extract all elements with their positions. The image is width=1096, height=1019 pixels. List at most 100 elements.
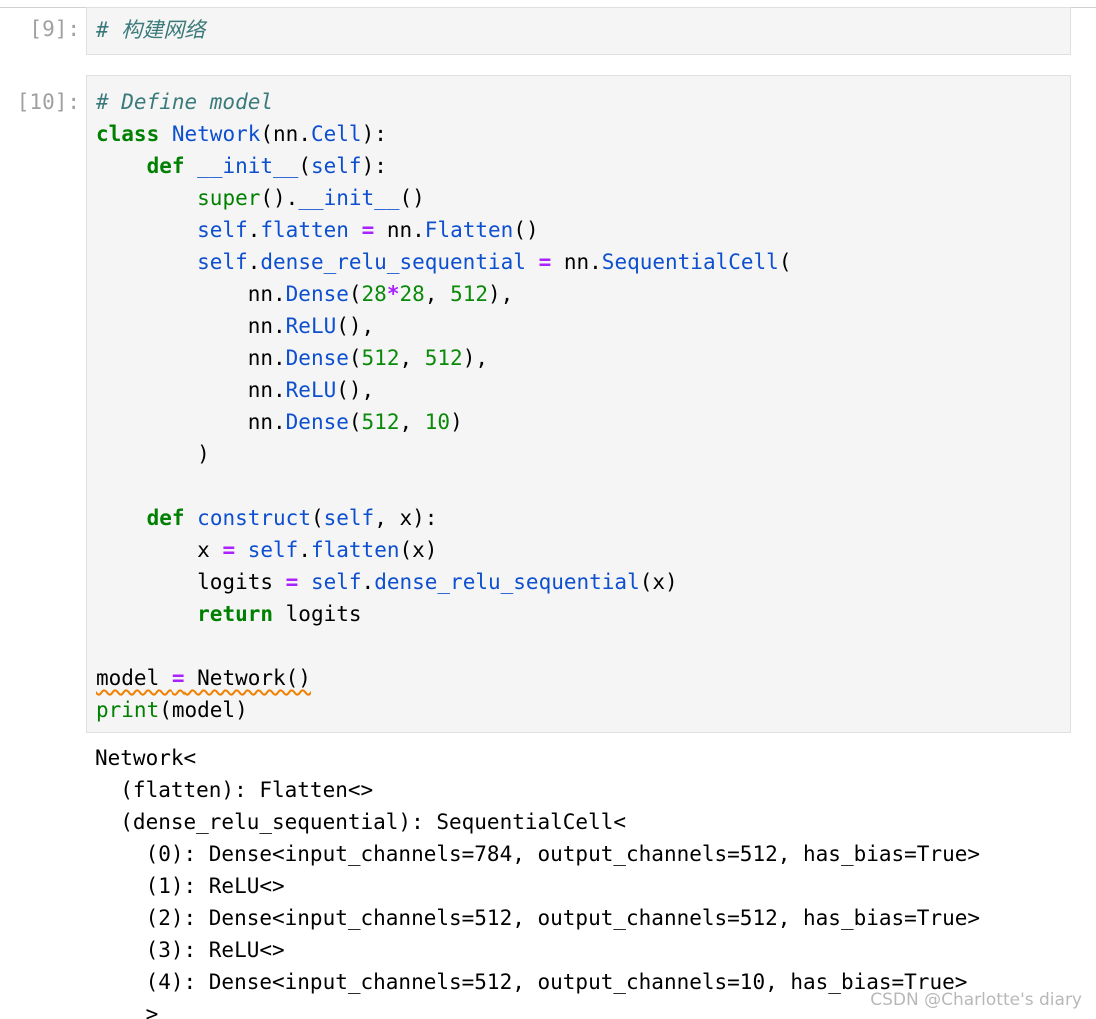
- code-cell-10[interactable]: # Define model class Network(nn.Cell): de…: [86, 75, 1071, 733]
- code-token: dense_relu_sequential: [260, 250, 526, 274]
- lint-warning-underline: model = Network(): [96, 666, 311, 690]
- code-line: nn.Dense(512, 10): [96, 406, 1070, 438]
- code-token: x: [96, 538, 223, 562]
- code-token: return: [197, 602, 274, 626]
- code-token: print: [96, 698, 160, 722]
- code-line: [96, 630, 1070, 662]
- code-token: Network: [171, 122, 261, 146]
- code-token: [96, 218, 197, 242]
- code-token: flatten: [260, 218, 349, 242]
- output-line: (0): Dense<input_channels=784, output_ch…: [95, 842, 981, 866]
- code-token: (: [298, 154, 311, 178]
- code-token: (x): [399, 538, 438, 562]
- code-token: self: [197, 250, 248, 274]
- code-token: (: [348, 410, 362, 434]
- code-line: logits = self.dense_relu_sequential(x): [96, 566, 1070, 598]
- code-token: [96, 250, 197, 274]
- code-token: (: [348, 346, 362, 370]
- code-token: *: [386, 282, 400, 306]
- code-token: =: [222, 538, 236, 562]
- code-token: ,: [424, 282, 451, 306]
- cell-prompt-9: [9]:: [29, 17, 80, 41]
- code-token: =: [171, 666, 185, 690]
- code-token: model: [96, 666, 172, 690]
- code-token: nn.: [96, 282, 286, 306]
- code-line: class Network(nn.Cell):: [96, 118, 1070, 150]
- code-line: x = self.flatten(x): [96, 534, 1070, 566]
- code-token: ReLU: [285, 378, 337, 402]
- code-token: Dense: [285, 282, 349, 306]
- code-line: model = Network(): [96, 662, 1070, 694]
- code-token: , x):: [374, 506, 438, 530]
- code-token: [185, 154, 198, 178]
- code-token: [159, 122, 172, 146]
- code-token: ReLU: [285, 314, 337, 338]
- code-line: [96, 470, 1070, 502]
- code-token: nn.: [374, 218, 425, 242]
- code-token: dense_relu_sequential: [374, 570, 640, 594]
- code-token: .: [361, 570, 375, 594]
- code-token: __init__: [197, 154, 299, 178]
- code-token: def: [146, 506, 185, 530]
- code-line: nn.ReLU(),: [96, 374, 1070, 406]
- code-token: 512: [424, 346, 463, 370]
- output-line: (dense_relu_sequential): SequentialCell<: [95, 810, 627, 834]
- code-line: super().__init__(): [96, 182, 1070, 214]
- code-token: ),: [462, 346, 488, 370]
- code-token: 512: [450, 282, 489, 306]
- code-token: (),: [336, 314, 375, 338]
- code-token: [96, 186, 197, 210]
- code-token: __init__: [298, 186, 400, 210]
- output-line: (2): Dense<input_channels=512, output_ch…: [95, 906, 981, 930]
- code-token: logits: [96, 570, 286, 594]
- code-token: nn.: [96, 346, 286, 370]
- cell-output: Network< (flatten): Flatten<> (dense_rel…: [95, 742, 980, 1019]
- code-token: .: [298, 538, 311, 562]
- code-token: 10: [424, 410, 451, 434]
- code-token: [235, 538, 248, 562]
- output-line: (1): ReLU<>: [95, 874, 285, 898]
- code-token: Flatten: [424, 218, 514, 242]
- code-line: return logits: [96, 598, 1070, 630]
- code-cell-9[interactable]: # 构建网络: [86, 7, 1071, 55]
- code-line: ): [96, 438, 1070, 470]
- code-line: # Define model: [96, 86, 1070, 118]
- code-token: ),: [488, 282, 514, 306]
- code-token: .: [298, 122, 311, 146]
- code-token: =: [285, 570, 299, 594]
- code-token: ):: [361, 154, 387, 178]
- code-token: =: [538, 250, 552, 274]
- code-token: construct: [197, 506, 311, 530]
- code-editor[interactable]: # Define model class Network(nn.Cell): de…: [96, 86, 1070, 726]
- code-token: .: [247, 218, 261, 242]
- code-token: 28: [361, 282, 387, 306]
- code-line: def construct(self, x):: [96, 502, 1070, 534]
- code-token: self: [197, 218, 248, 242]
- code-token: =: [361, 218, 375, 242]
- code-token: (): [513, 218, 539, 242]
- code-token: [349, 218, 362, 242]
- code-line: nn.ReLU(),: [96, 310, 1070, 342]
- code-token: nn.: [96, 378, 286, 402]
- code-token: [96, 602, 197, 626]
- code-token: [298, 570, 311, 594]
- code-token: super: [197, 186, 261, 210]
- code-token: nn.: [551, 250, 602, 274]
- output-line: >: [95, 1002, 159, 1019]
- code-token: 512: [361, 346, 400, 370]
- code-token: ().: [260, 186, 299, 210]
- code-token: ): [450, 410, 463, 434]
- code-token: # Define model: [96, 90, 274, 114]
- code-token: (: [310, 506, 324, 530]
- output-line: (3): ReLU<>: [95, 938, 285, 962]
- code-token: 512: [361, 410, 400, 434]
- code-line: self.dense_relu_sequential = nn.Sequenti…: [96, 246, 1070, 278]
- code-editor[interactable]: # 构建网络: [96, 14, 1070, 46]
- code-token: def: [146, 154, 185, 178]
- code-token: self: [323, 506, 375, 530]
- cell-prompt-10: [10]:: [16, 90, 80, 114]
- code-line: def __init__(self):: [96, 150, 1070, 182]
- code-token: [185, 506, 198, 530]
- code-token: Dense: [285, 410, 349, 434]
- code-token: Network(): [184, 666, 311, 690]
